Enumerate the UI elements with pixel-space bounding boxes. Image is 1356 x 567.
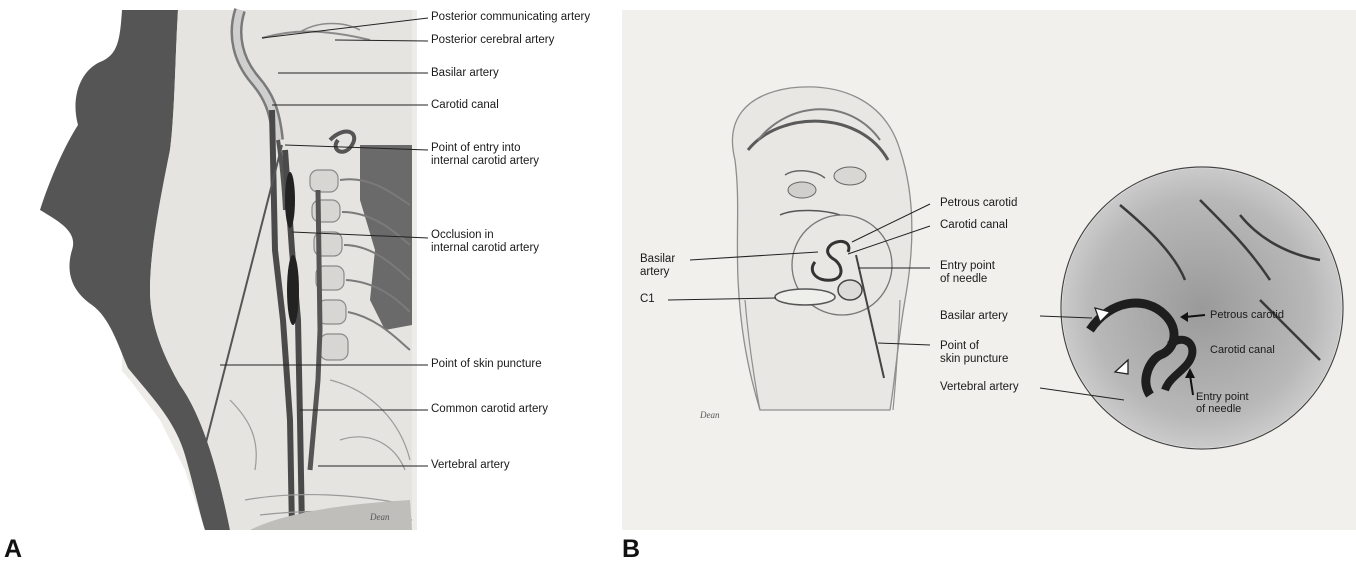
inset-label-petrous-carotid: Petrous carotid: [1210, 309, 1284, 321]
label-b-c1: C1: [640, 293, 655, 306]
label-b-vertebral-artery: Vertebral artery: [940, 381, 1019, 394]
inset-label-entry-point: Entry point of needle: [1196, 391, 1249, 415]
label-posterior-cerebral-artery: Posterior cerebral artery: [431, 34, 554, 47]
label-point-of-skin-puncture: Point of skin puncture: [431, 358, 542, 371]
panel-letter-a: A: [4, 535, 22, 564]
label-vertebral-artery: Vertebral artery: [431, 459, 510, 472]
label-occlusion: Occlusion in internal carotid artery: [431, 229, 539, 255]
panel-a-illustration: Dean: [0, 10, 612, 530]
label-b-carotid-canal: Carotid canal: [940, 219, 1008, 232]
label-carotid-canal: Carotid canal: [431, 99, 499, 112]
label-b-skin-puncture: Point of skin puncture: [940, 340, 1008, 366]
label-point-of-entry: Point of entry into internal carotid art…: [431, 142, 539, 168]
label-common-carotid-artery: Common carotid artery: [431, 403, 548, 416]
label-b-entry-point: Entry point of needle: [940, 260, 995, 286]
panel-letter-b: B: [622, 535, 640, 564]
label-b-petrous-carotid: Petrous carotid: [940, 197, 1017, 210]
label-b-basilar-artery: Basilar artery: [640, 253, 675, 279]
label-b-basilar-artery-right: Basilar artery: [940, 310, 1008, 323]
label-basilar-artery: Basilar artery: [431, 67, 499, 80]
label-posterior-communicating-artery: Posterior communicating artery: [431, 11, 590, 24]
inset-label-carotid-canal: Carotid canal: [1210, 344, 1275, 356]
artist-signature-b: Dean: [699, 410, 720, 420]
artist-signature: Dean: [369, 512, 390, 522]
